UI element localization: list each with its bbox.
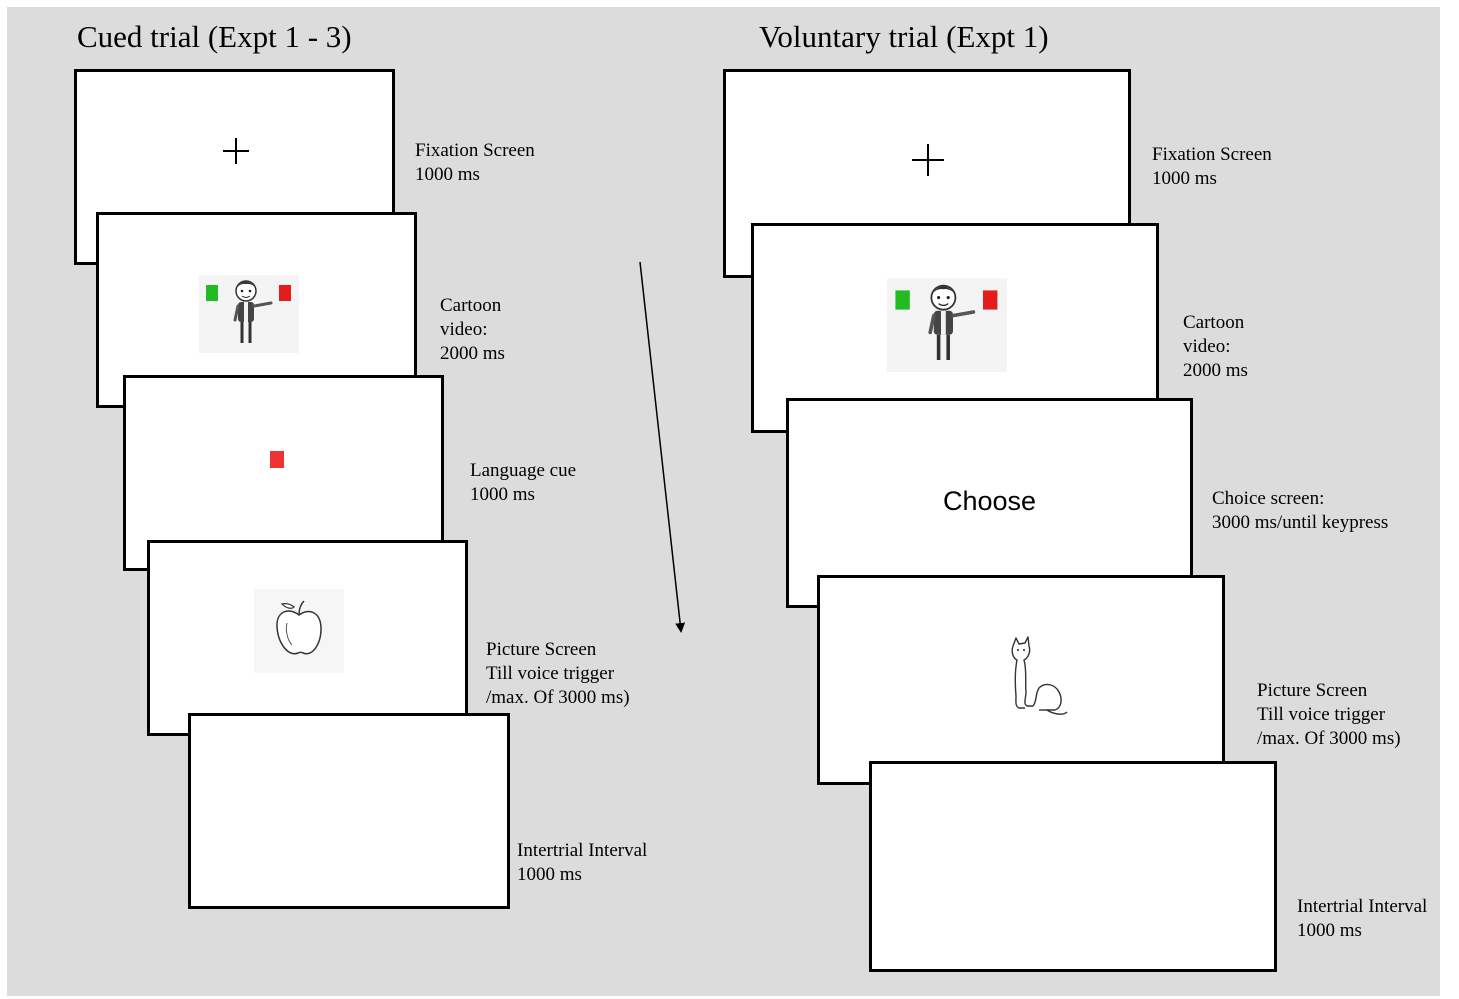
green-flag-icon	[895, 290, 910, 310]
red-flag-icon	[279, 285, 291, 301]
language-cue-icon	[270, 451, 284, 468]
voluntary-cartoon-line2: video:	[1183, 336, 1231, 357]
cued-picture-label: Picture Screen Till voice trigger /max. …	[486, 638, 630, 710]
voluntary-iti-name: Intertrial Interval	[1297, 896, 1428, 917]
voluntary-picture-line2: Till voice trigger	[1257, 704, 1386, 725]
time-arrow-icon	[639, 261, 686, 633]
red-flag-icon	[983, 290, 998, 310]
figure: Cued trial (Expt 1 - 3) Fixation Screen …	[7, 7, 1440, 996]
voluntary-iti-label: Intertrial Interval 1000 ms	[1297, 895, 1427, 943]
voluntary-panel-title: Voluntary trial (Expt 1)	[759, 19, 1049, 54]
voluntary-picture-line3: /max. Of 3000 ms)	[1257, 728, 1401, 749]
cued-picture-line3: /max. Of 3000 ms)	[486, 687, 630, 708]
voluntary-cartoon-line3: 2000 ms	[1183, 360, 1248, 381]
voluntary-choice-line2: 3000 ms/until keypress	[1212, 512, 1389, 533]
cued-cartoon-line3: 2000 ms	[440, 343, 505, 364]
cartoon-person-icon	[199, 275, 299, 353]
choose-text: Choose	[943, 486, 1037, 516]
cued-picture-line2: Till voice trigger	[486, 663, 615, 684]
cued-iti-screen	[188, 713, 510, 909]
voluntary-choice-label: Choice screen: 3000 ms/until keypress	[1212, 487, 1388, 535]
voluntary-fixation-duration: 1000 ms	[1152, 168, 1217, 189]
voluntary-picture-line1: Picture Screen	[1257, 680, 1368, 701]
fixation-cross-icon	[912, 144, 944, 176]
voluntary-picture-label: Picture Screen Till voice trigger /max. …	[1257, 679, 1401, 751]
cued-cue-name: Language cue	[470, 460, 577, 481]
cued-fixation-name: Fixation Screen	[415, 140, 535, 161]
cued-cartoon-line2: video:	[440, 319, 488, 340]
voluntary-picture-screen	[817, 575, 1225, 785]
voluntary-cartoon-label: Cartoon video: 2000 ms	[1183, 311, 1248, 383]
cued-cue-duration: 1000 ms	[470, 484, 535, 505]
cued-iti-name: Intertrial Interval	[517, 840, 648, 861]
cued-fixation-duration: 1000 ms	[415, 164, 480, 185]
voluntary-choice-line1: Choice screen:	[1212, 488, 1325, 509]
cued-iti-duration: 1000 ms	[517, 864, 582, 885]
voluntary-fixation-name: Fixation Screen	[1152, 144, 1272, 165]
voluntary-fixation-label: Fixation Screen 1000 ms	[1152, 143, 1272, 191]
cued-cartoon-line1: Cartoon	[440, 295, 502, 316]
cued-picture-line1: Picture Screen	[486, 639, 597, 660]
voluntary-iti-duration: 1000 ms	[1297, 920, 1362, 941]
voluntary-choice-screen: Choose	[786, 398, 1193, 608]
cued-picture-screen	[147, 540, 468, 736]
cartoon-person-icon	[887, 278, 1007, 372]
apple-icon	[254, 589, 344, 673]
fixation-cross-icon	[223, 138, 249, 164]
cued-fixation-label: Fixation Screen 1000 ms	[415, 139, 535, 187]
green-flag-icon	[206, 285, 218, 301]
cat-icon	[1011, 636, 1068, 715]
voluntary-cartoon-line1: Cartoon	[1183, 312, 1245, 333]
voluntary-iti-screen	[869, 761, 1277, 972]
cued-cartoon-label: Cartoon video: 2000 ms	[440, 294, 505, 366]
cued-panel-title: Cued trial (Expt 1 - 3)	[77, 19, 352, 54]
cued-iti-label: Intertrial Interval 1000 ms	[517, 839, 647, 887]
cued-cue-label: Language cue 1000 ms	[470, 459, 576, 507]
